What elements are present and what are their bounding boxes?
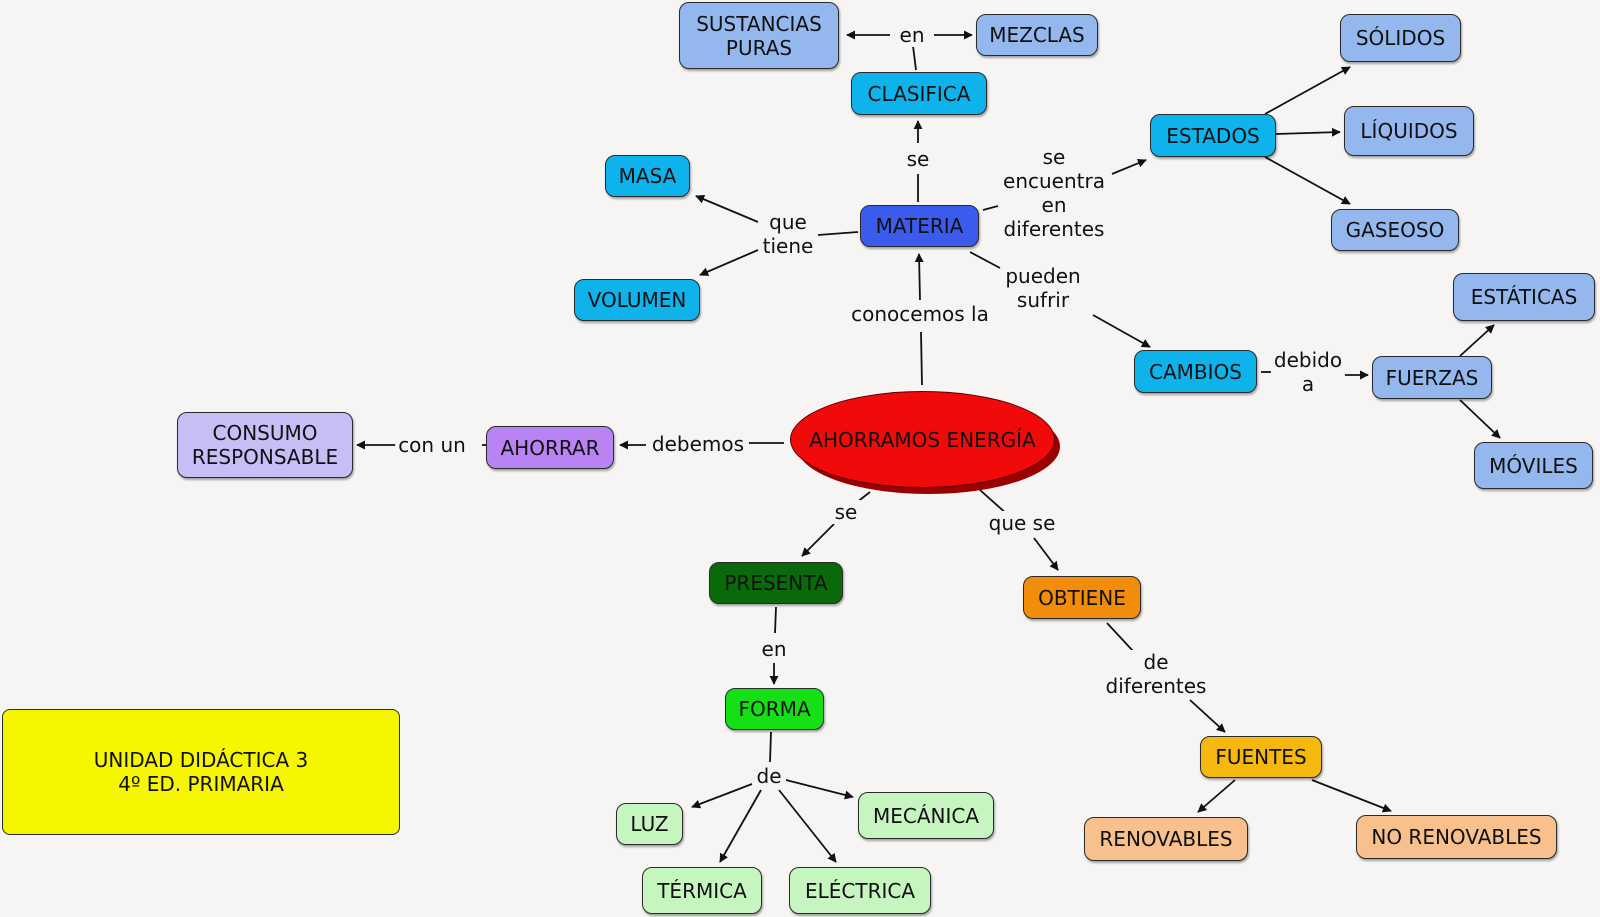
link-label-que-tiene: que tiene (759, 210, 817, 258)
node-masa: MASA (605, 155, 690, 197)
edge-materia-se-encuentra (982, 205, 999, 211)
node-liquidos: LÍQUIDOS (1344, 106, 1474, 156)
link-label-se-encuentra: se encuentra en diferentes (1000, 145, 1108, 241)
unit-info-line1: UNIDAD DIDÁCTICA 3 (93, 748, 309, 772)
edge-presenta-en (774, 606, 777, 634)
edge-obtiene-de (1106, 622, 1134, 652)
node-clasifica: CLASIFICA (851, 72, 987, 115)
edge-de-luz (691, 783, 753, 809)
edge-conocemos-materia (914, 253, 924, 301)
edge-de-termica (719, 789, 762, 863)
node-fuentes: FUENTES (1200, 736, 1322, 778)
edge-center-que-se (979, 489, 1009, 516)
unit-info-box: UNIDAD DIDÁCTICA 3 4º ED. PRIMARIA (2, 709, 400, 835)
link-label-debemos: debemos (648, 432, 748, 456)
link-label-que-se: que se (985, 511, 1059, 535)
node-consumo-responsable: CONSUMO RESPONSABLE (177, 412, 353, 478)
center-node-label: AHORRAMOS ENERGÍA (809, 427, 1036, 452)
node-solidos: SÓLIDOS (1340, 14, 1461, 62)
node-materia: MATERIA (860, 205, 979, 247)
edge-center-conocemos (920, 331, 923, 386)
node-forma: FORMA (725, 688, 824, 730)
edge-de-mecanica (785, 779, 854, 800)
edge-que-tiene-volumen (699, 249, 759, 276)
edge-fuerzas-moviles (1459, 399, 1501, 439)
edge-forma-de (769, 731, 772, 763)
link-label-conocemos-la: conocemos la (848, 302, 992, 326)
node-gaseoso: GASEOSO (1331, 209, 1459, 251)
link-label-con-un: con un (395, 433, 469, 457)
edge-que-tiene-masa (695, 194, 759, 223)
edge-de-diferentes-fuentes (1189, 699, 1226, 733)
edge-que-se-obtiene (1033, 537, 1059, 571)
node-moviles: MÓVILES (1474, 442, 1593, 489)
link-label-se-clasifica: se (903, 147, 933, 171)
node-mecanica: MECÁNICA (858, 792, 994, 839)
edge-estados-gaseoso (1264, 156, 1351, 205)
unit-info-line2: 4º ED. PRIMARIA (118, 772, 284, 796)
node-estaticas: ESTÁTICAS (1453, 273, 1595, 321)
link-label-debido-a: debido a (1270, 348, 1346, 396)
edge-materia-pueden-sufrir (969, 251, 1001, 269)
edge-fuerzas-estaticas (1459, 324, 1495, 357)
edge-se-encuentra-estados (1111, 158, 1147, 175)
edge-fuentes-no-renovables (1311, 779, 1392, 813)
node-sustancias-puras: SUSTANCIAS PURAS (679, 2, 839, 69)
edge-estados-solidos (1264, 66, 1351, 115)
link-label-de-diferentes: de diferentes (1102, 650, 1210, 698)
node-no-renovables: NO RENOVABLES (1356, 815, 1557, 859)
edge-se-presenta (801, 523, 835, 557)
node-electrica: ELÉCTRICA (789, 867, 931, 914)
node-estados: ESTADOS (1150, 114, 1276, 157)
center-node: AHORRAMOS ENERGÍA (790, 391, 1055, 488)
node-termica: TÉRMICA (642, 867, 762, 914)
edge-materia-que-tiene (817, 231, 859, 236)
edge-de-electrica (778, 789, 837, 863)
link-label-en-forma: en (758, 637, 790, 661)
node-ahorrar: AHORRAR (486, 426, 614, 469)
edge-estados-liquidos (1275, 127, 1341, 137)
node-presenta: PRESENTA (709, 562, 843, 604)
link-label-de-forma: de (753, 764, 785, 788)
node-mezclas: MEZCLAS (976, 14, 1098, 56)
node-cambios: CAMBIOS (1134, 350, 1257, 393)
node-obtiene: OBTIENE (1023, 576, 1141, 619)
edge-pueden-sufrir-cambios (1092, 314, 1151, 348)
link-label-pueden-sufrir: pueden sufrir (1002, 264, 1084, 312)
link-label-se-presenta: se (831, 500, 861, 524)
node-renovables: RENOVABLES (1084, 817, 1248, 861)
edge-fuentes-renovables (1197, 779, 1236, 813)
node-volumen: VOLUMEN (574, 279, 700, 321)
link-label-en-top: en (896, 23, 928, 47)
node-luz: LUZ (616, 803, 683, 845)
edge-clasifica-to-en (912, 45, 917, 71)
node-fuerzas: FUERZAS (1372, 356, 1492, 399)
